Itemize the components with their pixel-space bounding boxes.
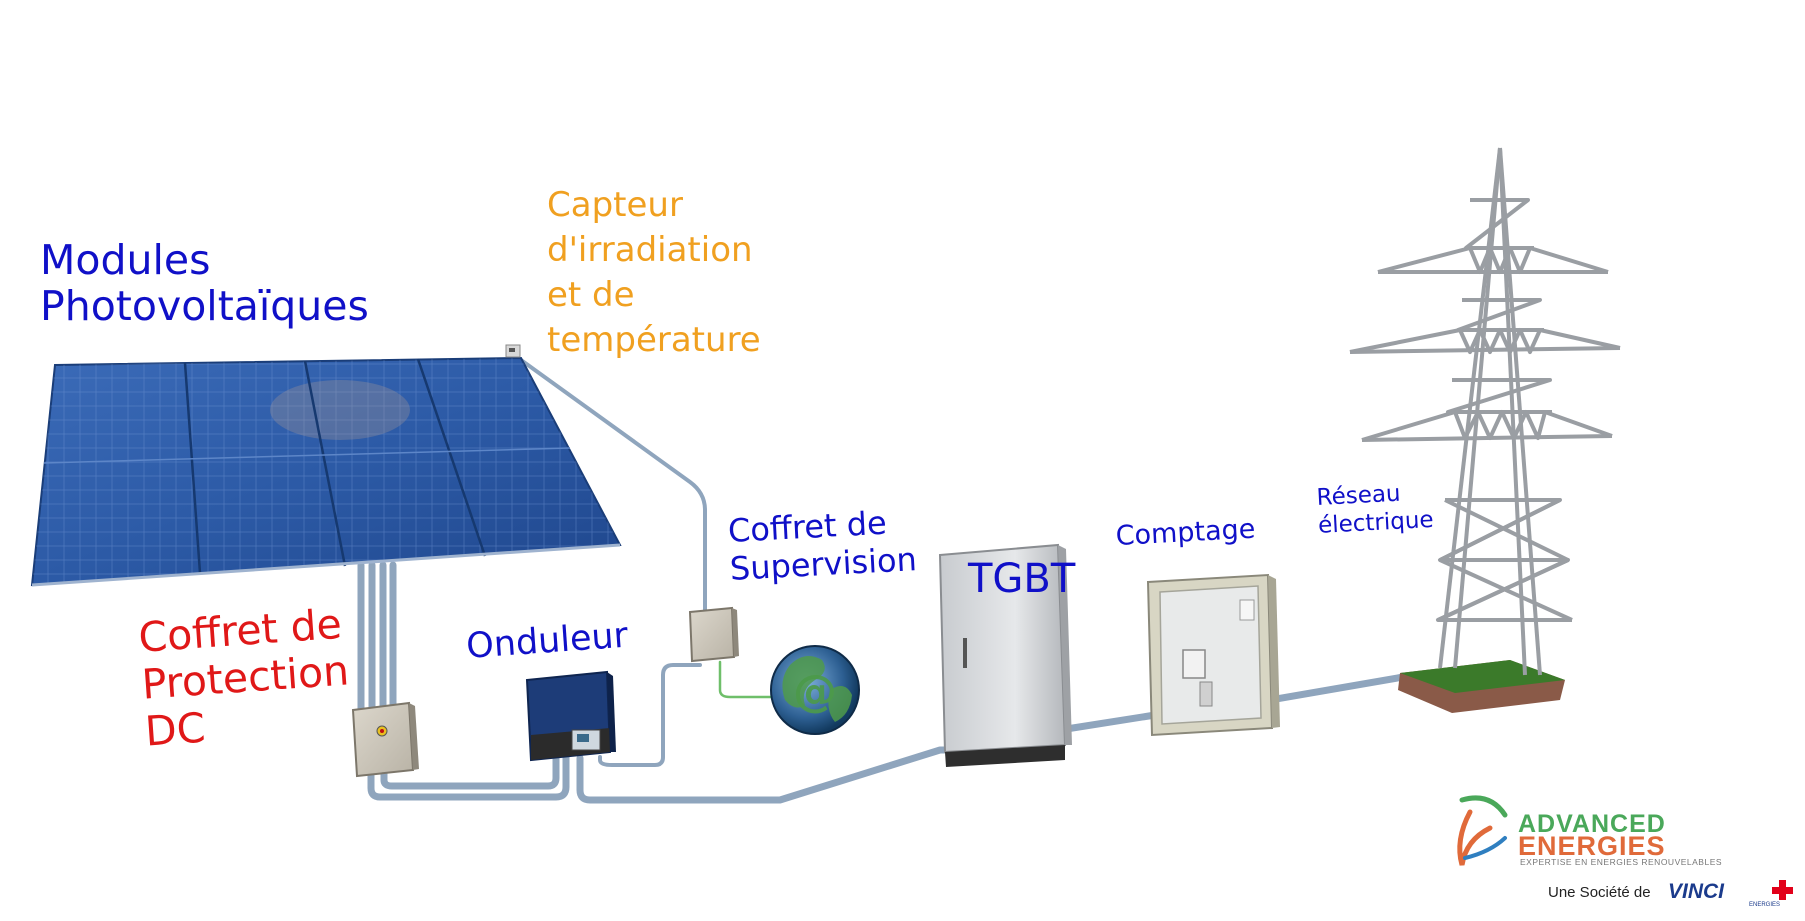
svg-text:@: @ [793,666,837,717]
brand-name-line1: ADVANCED [1518,810,1666,838]
supervision-box-icon [688,606,739,663]
label-line: température [547,319,761,360]
societe-text: Une Société de [1548,884,1651,901]
label-modules-photovoltaiques: Modules Photovoltaïques [40,236,369,330]
label-line: et de [547,274,635,315]
label-line: d'irradiation [547,229,753,270]
advanced-energies-logo-icon [1457,795,1508,866]
brand-tagline: EXPERTISE EN ENERGIES RENOUVELABLES [1520,857,1723,867]
tgbt-cabinet-icon [938,543,1072,767]
dc-protection-box-icon [351,701,419,778]
dc-cable-to-inverter [367,753,570,801]
label-coffret-supervision: Coffret de Supervision [727,502,918,589]
vinci-subtitle: ENERGIES [1749,902,1781,908]
ac-cable-to-tgbt [576,746,964,804]
vinci-logo-icon [1772,880,1793,900]
label-line: Capteur [547,185,683,225]
label-coffret-protection-dc: Coffret de Protection DC [137,600,354,757]
comm-cable [598,663,702,767]
brand-name-line2: ENERGIES [1518,831,1666,861]
ac-cable-to-meter [1056,711,1159,734]
ac-cable-to-grid [1266,671,1419,704]
cables [357,358,1419,804]
inverter-icon [525,670,616,762]
dc-cable-to-inverter [380,753,560,790]
sensor-cable [519,358,707,614]
label-capteur: Capteur d'irradiation et de température [547,183,761,363]
vinci-wordmark: VINCI [1668,880,1725,903]
label-reseau-electrique: Réseau électrique [1316,479,1434,540]
solar-panel-icon [30,356,622,587]
internet-link [718,660,772,699]
label-line: Photovoltaïques [40,281,369,330]
power-pylon-icon [1349,147,1621,713]
meter-cabinet-icon [1146,573,1280,737]
label-line: Modules [40,236,211,284]
internet-globe-icon: @ [770,645,860,735]
label-tgbt: TGBT [968,556,1076,602]
irradiance-sensor-icon [505,344,521,358]
